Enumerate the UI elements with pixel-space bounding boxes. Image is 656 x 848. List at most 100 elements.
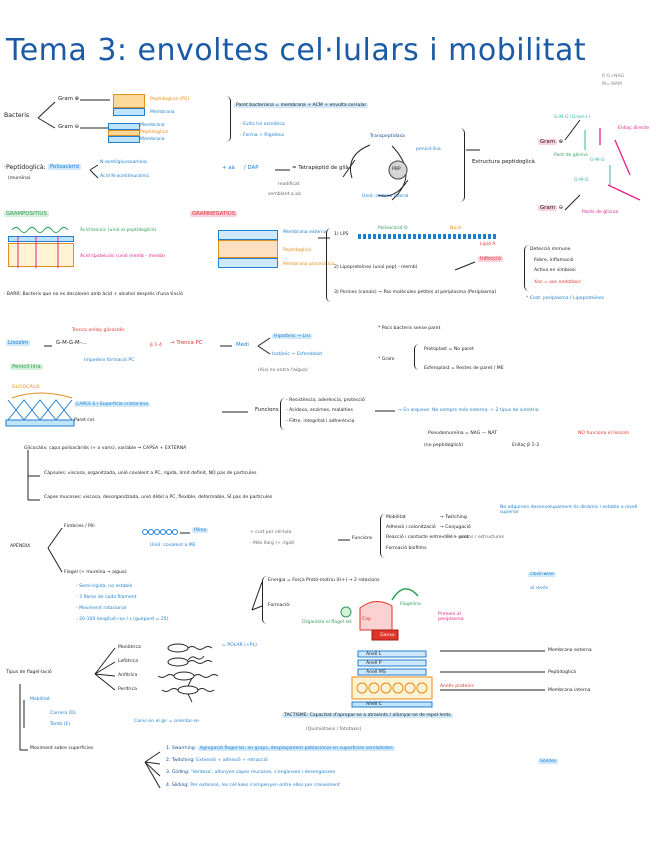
- anells-proteics: Anells proteics: [440, 684, 474, 689]
- page-title: Tema 3: envoltes cel·lulars i mobilitat: [6, 33, 587, 68]
- dap-label: / DAP: [244, 165, 259, 171]
- grampositius-label: GRAMPOSITIUS: [4, 211, 49, 217]
- funcio-1: - Resistència, aderència, protecció: [286, 398, 365, 403]
- twitching-row: 2. Twitching: Extensió + adhesió + retra…: [166, 758, 268, 763]
- anell-p: Anell P: [366, 661, 382, 666]
- deteccio: Detecció immune: [530, 247, 571, 252]
- ponts-glicina: Ponts de glicina: [582, 210, 619, 215]
- f-mobilitat: Mobilitat: [386, 515, 406, 520]
- gram-plus-tag: Gram ⊕: [538, 139, 564, 145]
- gramneg-membrana-ext: Membrana externa: [283, 230, 327, 235]
- trenca-enllac: Trenca enllaç glicosídic: [72, 328, 125, 333]
- gmg-3: G-M-G: [574, 178, 589, 183]
- pilina-label: Pilina: [192, 528, 209, 533]
- paret-definition: Paret bacteriana = membrana + ACM + envo…: [234, 103, 369, 108]
- cost: * Cost: periplasma / Lipoproteïnes: [526, 296, 605, 301]
- bacteris-label: Bacteris: [4, 112, 30, 119]
- gramneg-membrana-int: Membrana plasmàtica: [283, 262, 335, 267]
- gmg-2: G-M-G: [590, 158, 605, 163]
- gram-pos-peptidoglica-label: Peptidoglicà (PG): [150, 97, 190, 102]
- acid-lipoteicoic-label: Àcid lipoteicoic (unió memb - memb): [80, 254, 165, 259]
- apendix-funcions: Funcions: [352, 536, 373, 541]
- sliding-row: 4. Sliding: Per extensió, les cèl·lules …: [166, 783, 340, 788]
- funcions-label: Funcions: [255, 407, 279, 413]
- formacio-label: Formació:: [268, 603, 291, 608]
- grampos-thick-pg: [8, 243, 74, 267]
- apendix-funcions-brace: [380, 514, 385, 558]
- gram-neg-inner-membrane: [108, 136, 140, 143]
- flagel-label: Flagel (+ mureïna → aigua): [64, 570, 127, 575]
- modificat-label: modificat: [278, 182, 300, 187]
- gram-neg-pept-label: Peptidoglicà: [140, 130, 168, 135]
- penicillina-label-2: Penicil·lina: [10, 364, 43, 370]
- grampos-top-membrane: [8, 236, 74, 242]
- pont-glicina: Pont de glicina: [554, 153, 588, 158]
- no-entra: (Així no entra l'aigua): [258, 368, 308, 373]
- hipotonic: Hipotònic → Lisi: [272, 334, 313, 339]
- motor-membrana-ext: Membrana externa: [548, 648, 592, 653]
- porines-label: 3) Porines (canals) → Pas molècules peti…: [334, 290, 497, 295]
- estructura-label: Estructura peptidoglicà: [472, 159, 535, 165]
- funcions-brace: [280, 398, 285, 430]
- capes-s-label: CAPES S / Superfície cristal·lina: [74, 402, 150, 407]
- semblant-label: semblant a aà: [268, 192, 301, 197]
- barr-definition: · BARR: Bacteris que no es decoloren amb…: [4, 292, 183, 297]
- clock-wise: clock-wise: [528, 572, 556, 577]
- penicillina-label: penicil·lina: [416, 147, 441, 152]
- capsules-def: Càpsules: viscosa, organitzada, unió cov…: [44, 471, 257, 476]
- peritrica: Perítrica: [118, 687, 137, 692]
- llarg-rigid: - Més llarg (+ rígid): [250, 541, 295, 546]
- unio-covalent: Unió: covalent a ME: [150, 543, 196, 548]
- gram-neg-peptidoglycan: [108, 130, 140, 136]
- gramneg-pg: [218, 240, 278, 258]
- tomb-label: Tomb (E): [50, 722, 71, 727]
- arquees-note: → En arquees: No sempre més externa, + 2…: [398, 408, 539, 413]
- motor-peptid: Peptidoglicà: [548, 670, 576, 675]
- gram-neg-membrana-int-label: Membrana: [140, 137, 165, 142]
- infeccio-label: Infecció: [478, 256, 503, 262]
- funcio-3: - Filtre, integritat i adherència: [286, 419, 355, 424]
- gramneg-brace: [326, 228, 331, 302]
- f-reaccio: Reacció i contacte entre cel·l + prot: [386, 535, 469, 540]
- lps-label: 1) LPS: [334, 232, 349, 237]
- lofotrica: Lofòtrica: [118, 659, 139, 664]
- cap-label: Cap: [362, 617, 371, 622]
- infeccio-brace: [524, 245, 529, 291]
- gliding-row: 3. Gliding: 'Ventosa', allunyen capes mu…: [166, 770, 336, 775]
- note-ext: No adquireix desenvolupament és dinàmic …: [500, 505, 638, 516]
- medi-label: Medi: [236, 342, 249, 348]
- esferoplast: Esferoplast = Restes de paret / ME: [424, 366, 504, 371]
- capes-mucoses-def: Capes mucoses: viscosa, desorganitzada, …: [44, 495, 273, 500]
- gram-neg-label: Gram ⊖: [58, 124, 80, 130]
- acid-teicoic-label: Àcid teicoic (unió al peptidoglicà): [80, 228, 157, 233]
- ganxo-label: Ganxo: [380, 633, 395, 638]
- primers-periplasma: Primers al periplasma: [438, 612, 464, 623]
- glicocalix-tag: GLICOCÀLIX: [12, 385, 40, 390]
- peptidoglica-brace: [460, 128, 465, 202]
- anfitrica: Anfítrica: [118, 673, 138, 678]
- glicocalix-def: Glicocàlix: capa polisacàrids (+ o varis…: [24, 446, 187, 451]
- al-reves: al revés: [530, 586, 549, 591]
- mureina-label: (mureïna): [8, 176, 31, 181]
- no-peptid: (no peptidoglicà): [424, 443, 464, 448]
- tipus-flagelacio-label: Tipus de flagel·lació: [6, 670, 52, 675]
- flagel-f2: - 3 fibres de cada filament: [76, 595, 137, 600]
- febre: Febre, inflamació: [534, 258, 574, 263]
- gram-neg-membrana-ext-label: Membrana: [140, 123, 165, 128]
- pocs-bacteris: * Pocs bacteris sense paret: [378, 326, 441, 331]
- gram-pos-label: Gram ⊕: [58, 96, 80, 102]
- motor-membrana-int: Membrana interna: [548, 688, 591, 693]
- curt-cel: + curt per cèl·lula: [250, 530, 292, 535]
- xoc: Xoc = xoc endotòxic: [534, 280, 582, 285]
- isotonic: Isotònic → Esferoblast: [272, 352, 323, 357]
- enllac-b13: Enllaç β 1-3: [512, 443, 540, 448]
- f-adhesio: Adhesió i colonització: [386, 525, 436, 530]
- energia: Energia = Força Protó-motriu (H+) → 2 ro…: [268, 578, 380, 583]
- unio-label: Unió: cadena lateral: [362, 194, 409, 199]
- gram-pos-membrane-layer: [113, 108, 145, 116]
- nag-label: N-acetilglucosamina: [100, 160, 147, 165]
- transpeptidasa-label: Transpeptidasa: [370, 134, 405, 139]
